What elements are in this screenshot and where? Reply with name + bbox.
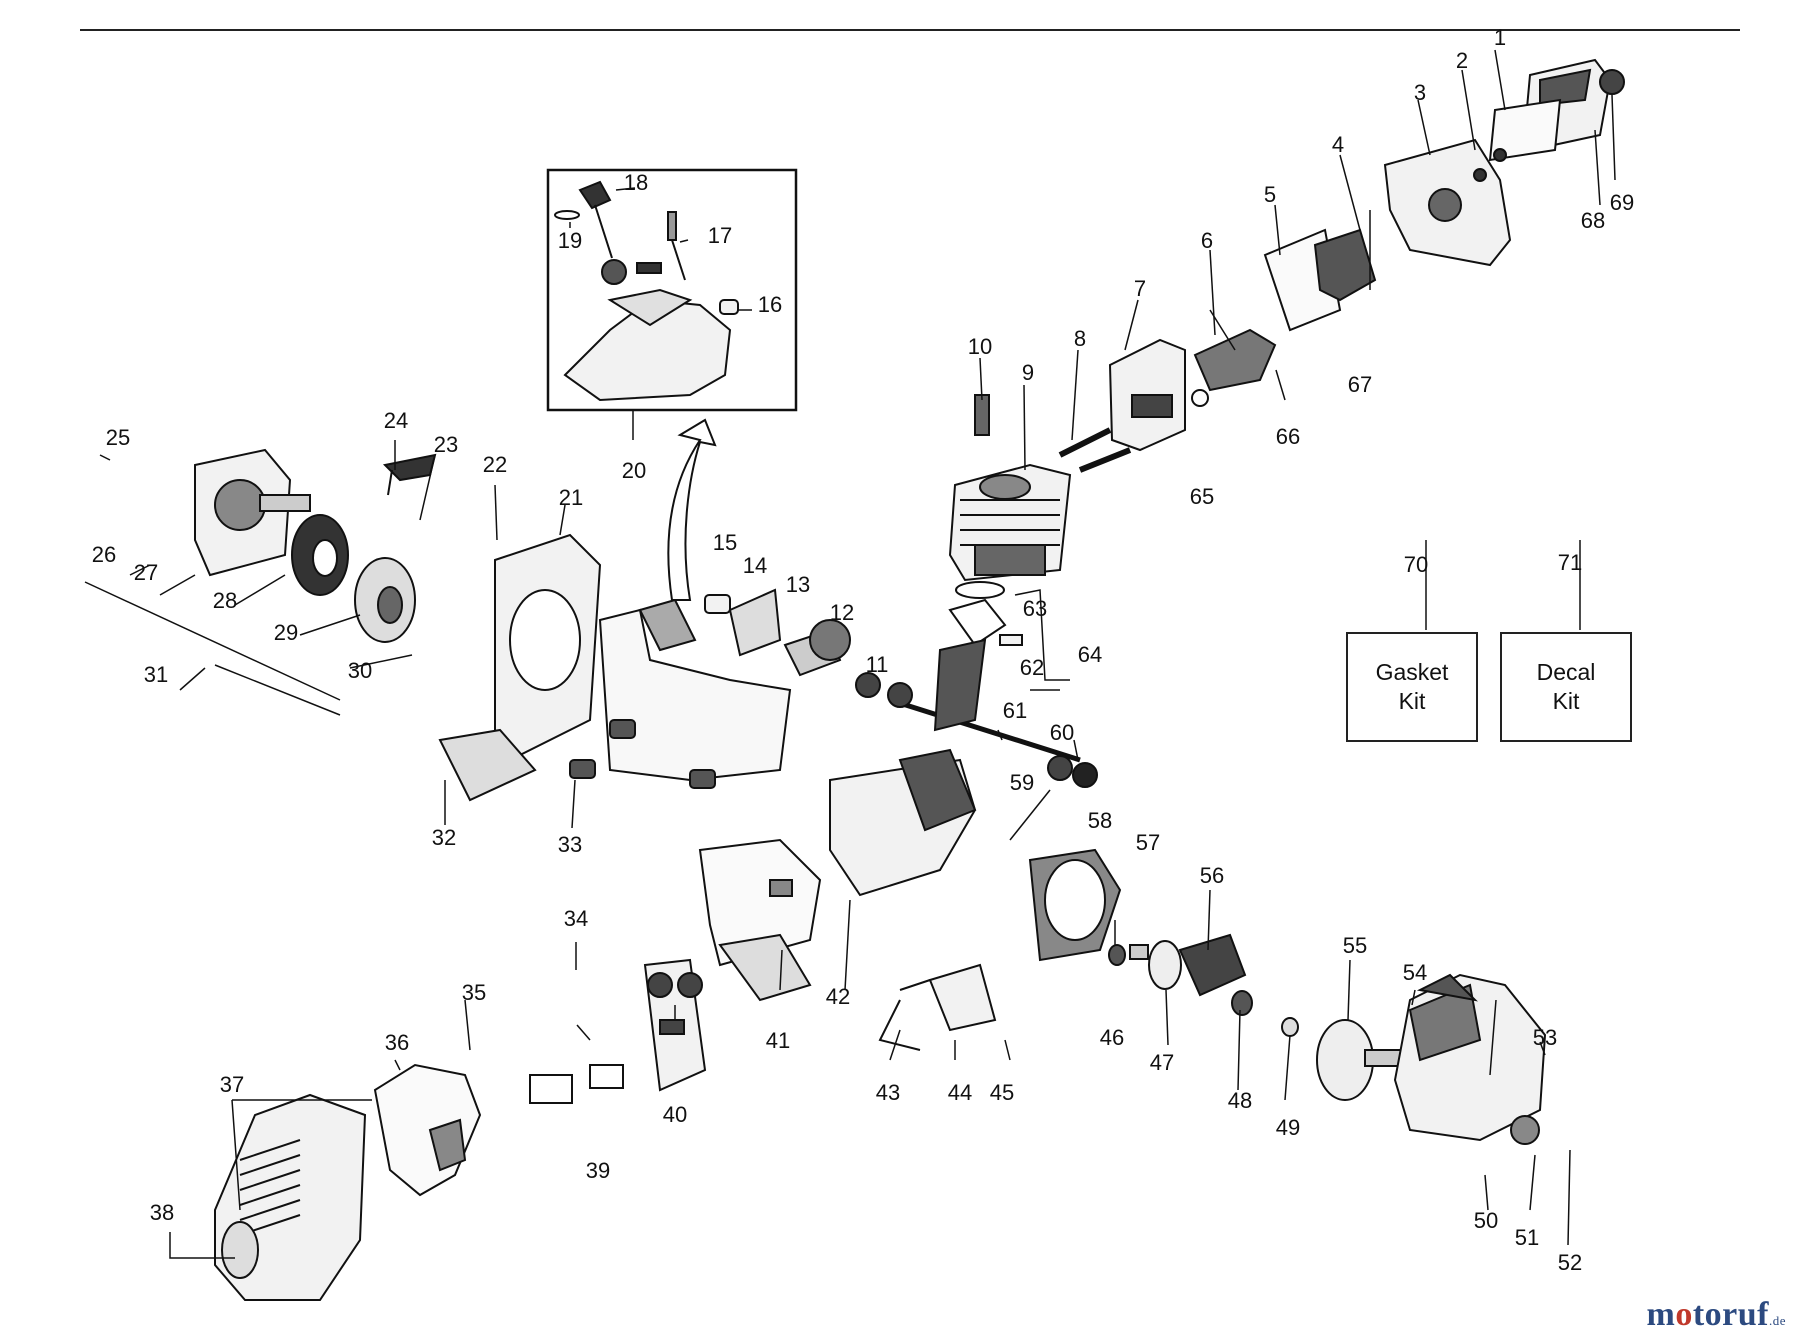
- callout-numbers: 1234567891011121314151617181920212223242…: [92, 25, 1634, 1275]
- callout-61: 61: [1003, 698, 1027, 723]
- callout-58: 58: [1088, 808, 1112, 833]
- callout-3: 3: [1414, 80, 1426, 105]
- callout-45: 45: [990, 1080, 1014, 1105]
- gasket-kit-line1: Gasket: [1375, 659, 1449, 686]
- callout-71: 71: [1558, 550, 1582, 575]
- callout-69: 69: [1610, 190, 1634, 215]
- callout-43: 43: [876, 1080, 900, 1105]
- leader-lines: [84, 49, 1616, 1259]
- watermark-logo: motoruf.de: [1646, 1296, 1786, 1333]
- callout-54: 54: [1403, 960, 1427, 985]
- callout-49: 49: [1276, 1115, 1300, 1140]
- callout-33: 33: [558, 832, 582, 857]
- callout-59: 59: [1010, 770, 1034, 795]
- callout-42: 42: [826, 984, 850, 1009]
- callout-20: 20: [622, 458, 646, 483]
- fuel-tank-inset-box: [546, 168, 798, 412]
- tank-arrow: [667, 418, 717, 601]
- callout-23: 23: [434, 432, 458, 457]
- callout-68: 68: [1581, 208, 1605, 233]
- callout-8: 8: [1074, 326, 1086, 351]
- callout-35: 35: [462, 980, 486, 1005]
- callout-11: 11: [866, 652, 889, 677]
- callout-66: 66: [1276, 424, 1300, 449]
- starter-housing: [194, 448, 792, 802]
- clutch-housing: [1231, 973, 1547, 1145]
- callout-34: 34: [564, 906, 588, 931]
- gasket-kit-line2: Kit: [1398, 688, 1426, 714]
- callout-55: 55: [1343, 933, 1367, 958]
- callout-14: 14: [743, 553, 767, 578]
- callout-29: 29: [274, 620, 298, 645]
- callout-40: 40: [663, 1102, 687, 1127]
- callout-21: 21: [559, 485, 583, 510]
- callout-1: 1: [1494, 25, 1506, 50]
- callout-13: 13: [786, 572, 810, 597]
- fuel-tank-inset: [554, 180, 739, 402]
- callout-51: 51: [1515, 1225, 1539, 1250]
- callout-36: 36: [385, 1030, 409, 1055]
- callout-16: 16: [758, 292, 782, 317]
- callout-15: 15: [713, 530, 737, 555]
- callout-5: 5: [1264, 182, 1276, 207]
- callout-10: 10: [968, 334, 992, 359]
- callout-22: 22: [483, 452, 507, 477]
- callout-28: 28: [213, 588, 237, 613]
- callout-56: 56: [1200, 863, 1224, 888]
- callout-24: 24: [384, 408, 408, 433]
- callout-6: 6: [1201, 228, 1213, 253]
- callout-44: 44: [948, 1080, 972, 1105]
- callout-47: 47: [1150, 1050, 1174, 1075]
- callout-41: 41: [766, 1028, 790, 1053]
- decal-kit-line1: Decal: [1536, 659, 1596, 686]
- engine-shroud: [214, 1063, 482, 1301]
- air-filter-cover: [1058, 58, 1625, 473]
- callout-19: 19: [558, 228, 582, 253]
- callout-65: 65: [1190, 484, 1214, 509]
- callout-57: 57: [1136, 830, 1160, 855]
- ignition-clutch-group: [529, 838, 1247, 1104]
- callout-50: 50: [1474, 1208, 1498, 1233]
- callout-18: 18: [624, 170, 648, 195]
- callout-25: 25: [106, 425, 130, 450]
- callout-39: 39: [586, 1158, 610, 1183]
- callout-64: 64: [1078, 642, 1102, 667]
- callout-63: 63: [1023, 596, 1047, 621]
- callout-12: 12: [830, 600, 854, 625]
- callout-52: 52: [1558, 1250, 1582, 1275]
- callout-31: 31: [144, 662, 168, 687]
- callout-7: 7: [1134, 276, 1146, 301]
- callout-26: 26: [92, 542, 116, 567]
- callout-2: 2: [1456, 48, 1468, 73]
- callout-27: 27: [134, 560, 158, 585]
- callout-46: 46: [1100, 1025, 1124, 1050]
- callout-60: 60: [1050, 720, 1074, 745]
- callout-38: 38: [150, 1200, 174, 1225]
- callout-32: 32: [432, 825, 456, 850]
- callout-70: 70: [1404, 552, 1428, 577]
- callout-67: 67: [1348, 372, 1372, 397]
- callout-30: 30: [348, 658, 372, 683]
- callout-37: 37: [220, 1072, 244, 1097]
- callout-17: 17: [708, 223, 732, 248]
- callout-62: 62: [1020, 655, 1044, 680]
- callout-9: 9: [1022, 360, 1034, 385]
- callout-4: 4: [1332, 132, 1344, 157]
- callout-53: 53: [1533, 1025, 1557, 1050]
- callout-48: 48: [1228, 1088, 1252, 1113]
- decal-kit-line2: Kit: [1552, 688, 1580, 714]
- engine-cylinder: [704, 394, 1098, 897]
